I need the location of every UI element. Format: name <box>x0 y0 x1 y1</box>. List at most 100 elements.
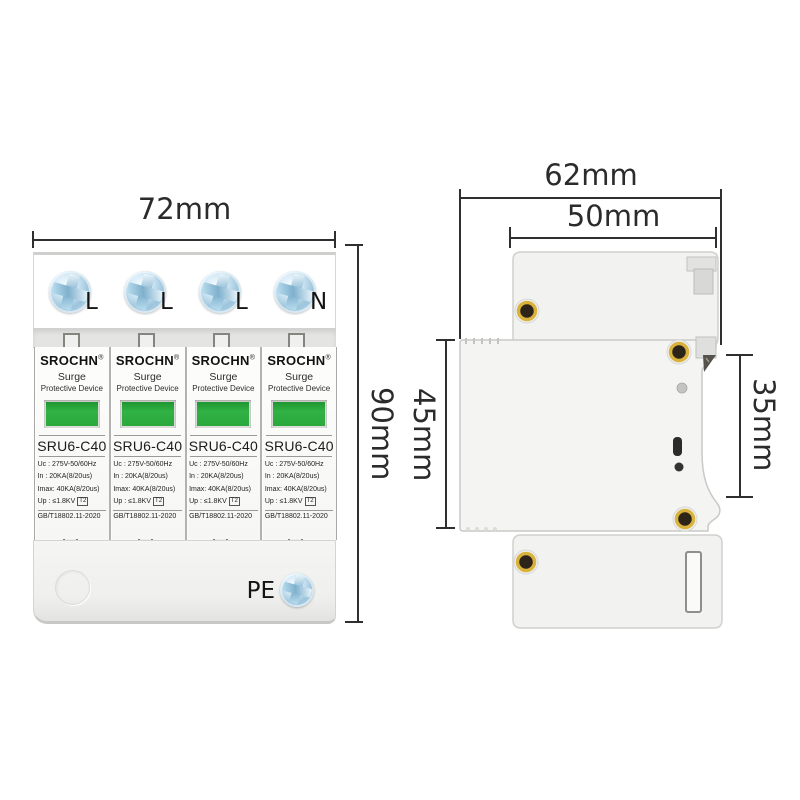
spec-line-imax: Imax: 40KA(8/20us) <box>264 485 327 493</box>
spec-line-in: In : 20KA(8/20us) <box>37 473 93 481</box>
dim-35mm-label: 35mm <box>747 378 781 472</box>
spec-line-imax: Imax: 40KA(8/20us) <box>113 485 176 493</box>
terminal-label: L <box>235 289 248 315</box>
dim-72mm-tick-right <box>334 231 336 248</box>
spec-list: Uc : 275V-50/60Hz In : 20KA(8/20us) Imax… <box>265 459 334 509</box>
pe-screw <box>280 573 314 607</box>
dim-90mm-tick-top <box>345 244 363 246</box>
side-view <box>459 251 723 629</box>
spec-line-in: In : 20KA(8/20us) <box>113 473 168 481</box>
dim-90mm-line <box>357 245 359 623</box>
divider <box>38 435 106 436</box>
bottom-mounting-bracket <box>512 534 723 629</box>
spec-line-uc: Uc : 275V-50/60Hz <box>264 461 324 468</box>
dim-45mm-tick-bottom <box>436 527 455 529</box>
spd-module: SROCHN® Surge Protective Device SRU6-C40… <box>35 347 109 540</box>
type-badge: T2 <box>153 497 165 507</box>
registered-mark: ® <box>325 354 331 362</box>
product-type-line1: Surge <box>57 371 86 383</box>
status-indicator-window <box>45 402 98 426</box>
status-indicator-window <box>197 402 250 426</box>
knockout-circle <box>55 570 90 605</box>
model-number: SRU6-C40 <box>264 438 334 454</box>
module-row: SROCHN® Surge Protective Device SRU6-C40… <box>34 347 337 540</box>
terminal-label: N <box>310 289 328 315</box>
product-type-line2: Protective Device <box>268 384 331 393</box>
spec-line-imax: Imax: 40KA(8/20us) <box>189 485 251 493</box>
terminal-screw-1 <box>49 271 91 313</box>
front-view: L L L N SROCHN® Surge Protective Device … <box>33 252 337 624</box>
divider <box>265 435 333 436</box>
brand-name: SROCHN® <box>40 353 104 368</box>
dim-90mm-label: 90mm <box>365 387 399 481</box>
dim-72mm-tick-left <box>32 231 34 248</box>
spec-line-in: In : 20KA(8/20us) <box>264 473 320 481</box>
spd-module: SROCHN® Surge Protective Device SRU6-C40… <box>186 347 261 540</box>
registered-mark: ® <box>98 354 104 362</box>
divider <box>114 456 181 457</box>
clip-highlight <box>705 357 710 363</box>
dim-90mm-tick-bottom <box>345 621 363 623</box>
indicator-window-frame <box>43 400 100 428</box>
spec-list: Uc : 275V-50/60Hz In : 20KA(8/20us) Imax… <box>189 459 258 509</box>
status-indicator-window <box>121 402 174 426</box>
din-clip-notch <box>695 336 717 359</box>
spd-module: SROCHN® Surge Protective Device SRU6-C40… <box>110 347 185 540</box>
spec-line-uc: Uc : 275V-50/60Hz <box>189 461 248 468</box>
mounting-screw <box>672 506 698 532</box>
indicator-dot-small <box>674 462 684 472</box>
spec-list: Uc : 275V-50/60Hz In : 20KA(8/20us) Imax… <box>38 459 107 509</box>
status-indicator-window <box>273 402 326 426</box>
product-type-line1: Surge <box>133 371 162 383</box>
product-type-line2: Protective Device <box>40 384 103 393</box>
product-type-line2: Protective Device <box>192 384 255 393</box>
dim-62mm-ext-right <box>720 189 722 345</box>
divider <box>38 456 106 457</box>
dim-35mm-tick-bottom <box>726 496 753 498</box>
model-number: SRU6-C40 <box>37 438 107 454</box>
dim-45mm-line <box>445 340 447 529</box>
spec-line-uc: Uc : 275V-50/60Hz <box>37 461 97 468</box>
spec-line-imax: Imax: 40KA(8/20us) <box>37 485 100 493</box>
dim-50mm-tick-left <box>509 227 511 248</box>
brand-name: SROCHN® <box>191 353 256 368</box>
indicator-window-frame <box>271 400 328 428</box>
spec-line-up-text: Up : ≤1.8KV <box>189 498 227 506</box>
terminal-screw-4 <box>274 271 316 313</box>
pe-label: PE <box>246 578 275 604</box>
terminal-screw-2 <box>124 271 166 313</box>
dim-72mm-line <box>33 239 336 241</box>
product-type-line1: Surge <box>209 371 238 383</box>
din-clip-spring <box>703 355 716 372</box>
spec-line-up-text: Up : ≤1.8KV <box>113 498 152 506</box>
model-number: SRU6-C40 <box>188 438 259 454</box>
dim-50mm-tick-right <box>715 227 717 248</box>
dim-62mm-line <box>460 197 722 199</box>
release-slot <box>673 437 682 456</box>
standard-number: GB/T18802.11-2020 <box>189 509 258 520</box>
registered-mark: ® <box>173 354 180 362</box>
indicator-window-frame <box>195 400 252 428</box>
spec-line-uc: Uc : 275V-50/60Hz <box>113 461 173 468</box>
divider <box>190 435 257 436</box>
main-body <box>459 339 721 532</box>
din-rail-slot <box>685 551 702 613</box>
dim-62mm-label: 62mm <box>544 158 638 192</box>
dim-72mm-label: 72mm <box>137 192 232 226</box>
mounting-screw <box>514 298 540 324</box>
standard-number: GB/T18802.11-2020 <box>37 509 107 520</box>
terminal-label: L <box>160 289 173 315</box>
dim-50mm-line <box>510 237 717 239</box>
model-number: SRU6-C40 <box>112 438 183 454</box>
product-type-line2: Protective Device <box>116 384 179 393</box>
standard-number: GB/T18802.11-2020 <box>113 509 182 520</box>
registered-mark: ® <box>249 354 256 362</box>
spec-line-up-text: Up : ≤1.8KV <box>264 498 303 506</box>
terminal-screw-3 <box>199 271 241 313</box>
divider <box>190 456 257 457</box>
serration-dots <box>466 527 497 531</box>
